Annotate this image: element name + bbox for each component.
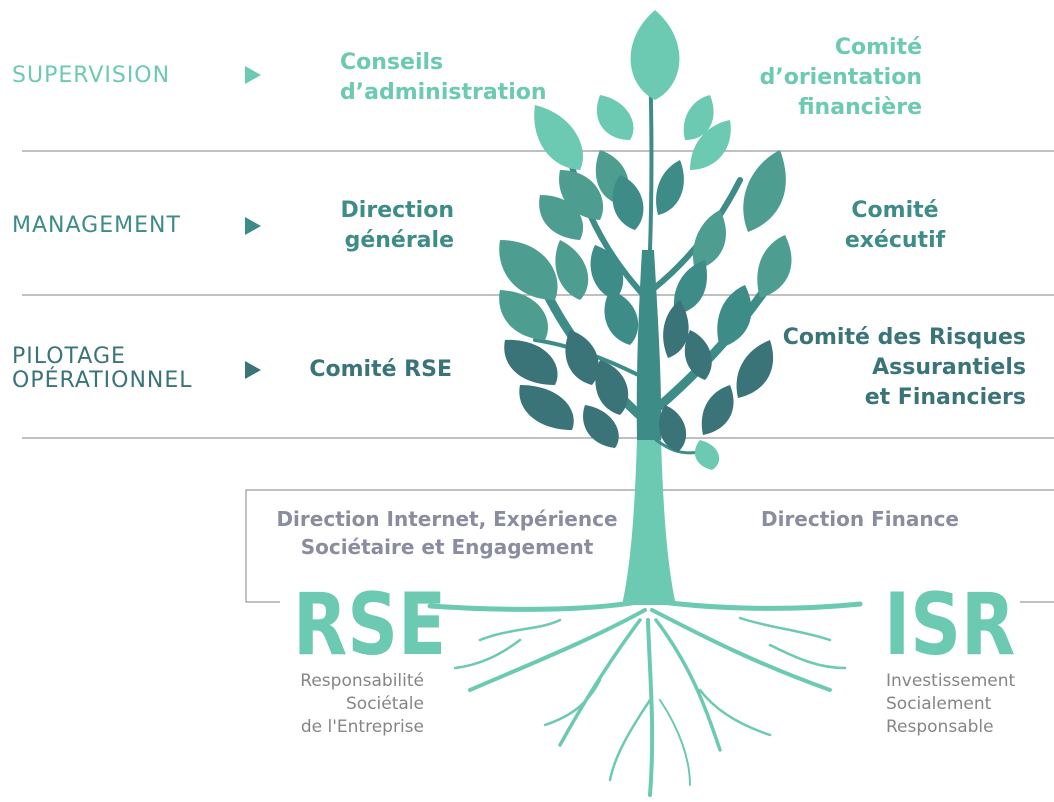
supervision-right-body: Comité d’orientation financière — [759, 35, 922, 120]
isr-expansion-body: Investissement Socialement Responsable — [886, 671, 1016, 737]
pilotage-left-body: Comité RSE — [309, 357, 452, 382]
rse-expansion-body: Responsabilité Sociétale de l'Entreprise — [300, 671, 424, 737]
department-right-body: Direction Finance — [760, 507, 959, 531]
department-bracket-left — [245, 489, 280, 603]
play-arrow-icon — [245, 217, 261, 235]
management-right-body: Comité exécutif — [844, 198, 946, 253]
level-pilotage-label: PILOTAGE OPÉRATIONNEL — [12, 344, 193, 393]
supervision-left-body: Conseils d’administration — [340, 50, 547, 105]
play-arrow-icon — [245, 66, 261, 84]
isr-acronym: ISR — [884, 575, 1016, 675]
tree-leaves — [499, 10, 792, 470]
management-left-body: Direction générale — [340, 198, 454, 253]
department-left-body: Direction Internet, Expérience Sociétair… — [276, 507, 618, 559]
tree-roots — [427, 597, 863, 797]
level-management-label: MANAGEMENT — [12, 213, 181, 238]
pilotage-right-body: Comité des Risques Assurantiels et Finan… — [782, 325, 1026, 410]
rse-acronym: RSE — [292, 575, 447, 675]
level-supervision-label: SUPERVISION — [12, 63, 171, 88]
tree-trunk — [622, 440, 676, 605]
play-arrow-icon — [245, 361, 261, 379]
